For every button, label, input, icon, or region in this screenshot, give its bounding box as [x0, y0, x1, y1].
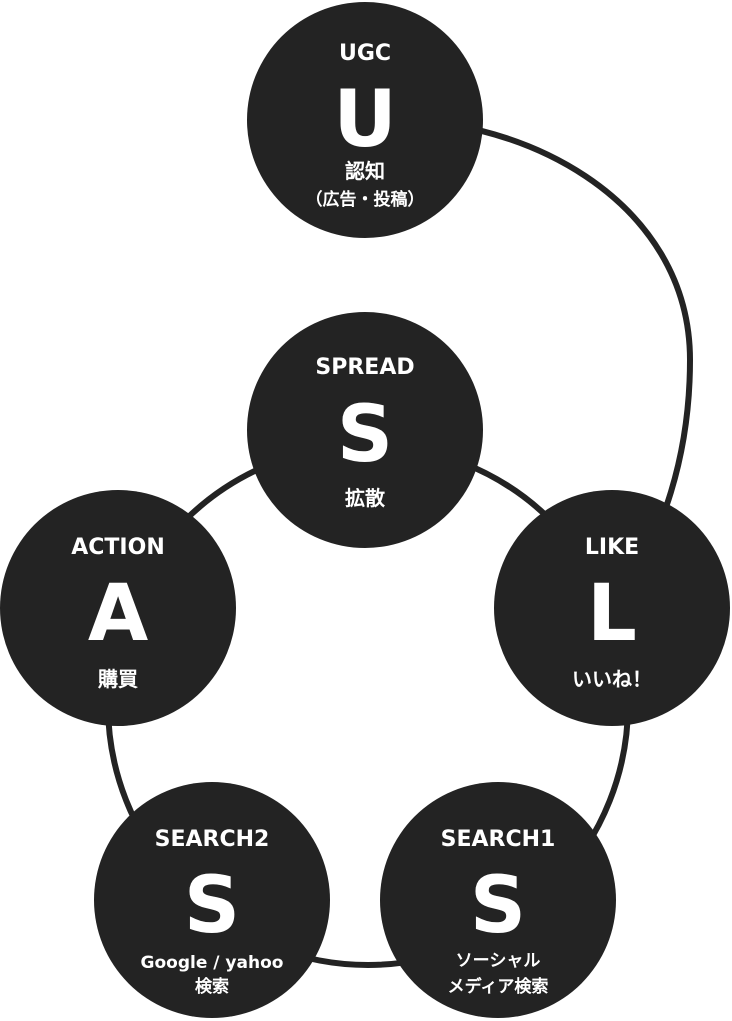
node-action: ACTION A 購買	[0, 490, 236, 726]
node-search1-desc-sub: メディア検索	[448, 976, 549, 997]
node-search1-desc: ソーシャル	[456, 951, 541, 971]
node-like-letter: L	[587, 569, 637, 659]
node-search2: SEARCH2 S Google / yahoo 検索	[94, 782, 330, 1018]
node-search1-letter: S	[470, 861, 526, 951]
node-search1-label: SEARCH1	[441, 827, 556, 852]
node-like-circle	[494, 490, 730, 726]
node-spread: SPREAD S 拡散	[247, 312, 483, 548]
node-action-desc: 購買	[98, 667, 138, 691]
node-search2-label: SEARCH2	[155, 827, 270, 852]
node-action-circle	[0, 490, 236, 726]
node-ugc-label: UGC	[339, 41, 391, 66]
node-like-desc: いいね！	[572, 667, 652, 691]
node-spread-desc: 拡散	[345, 486, 386, 510]
node-ugc-letter: U	[333, 75, 396, 165]
node-like: LIKE L いいね！	[494, 490, 730, 726]
node-ugc-circle	[247, 2, 483, 238]
node-spread-letter: S	[337, 390, 393, 480]
node-search2-desc-sub: 検索	[195, 976, 229, 997]
node-search1: SEARCH1 S ソーシャル メディア検索	[380, 782, 616, 1018]
node-action-label: ACTION	[71, 535, 164, 560]
node-like-label: LIKE	[585, 535, 639, 560]
node-action-letter: A	[88, 569, 148, 659]
node-ugc-desc: 認知	[345, 159, 385, 183]
node-spread-label: SPREAD	[315, 355, 414, 380]
node-search2-desc: Google / yahoo	[141, 953, 284, 973]
node-search1-circle	[380, 782, 616, 1018]
node-search2-letter: S	[184, 861, 240, 951]
node-spread-circle	[247, 312, 483, 548]
node-ugc: UGC U 認知 （広告・投稿）	[247, 2, 483, 238]
node-ugc-desc-sub: （広告・投稿）	[306, 189, 425, 210]
node-search2-circle	[94, 782, 330, 1018]
